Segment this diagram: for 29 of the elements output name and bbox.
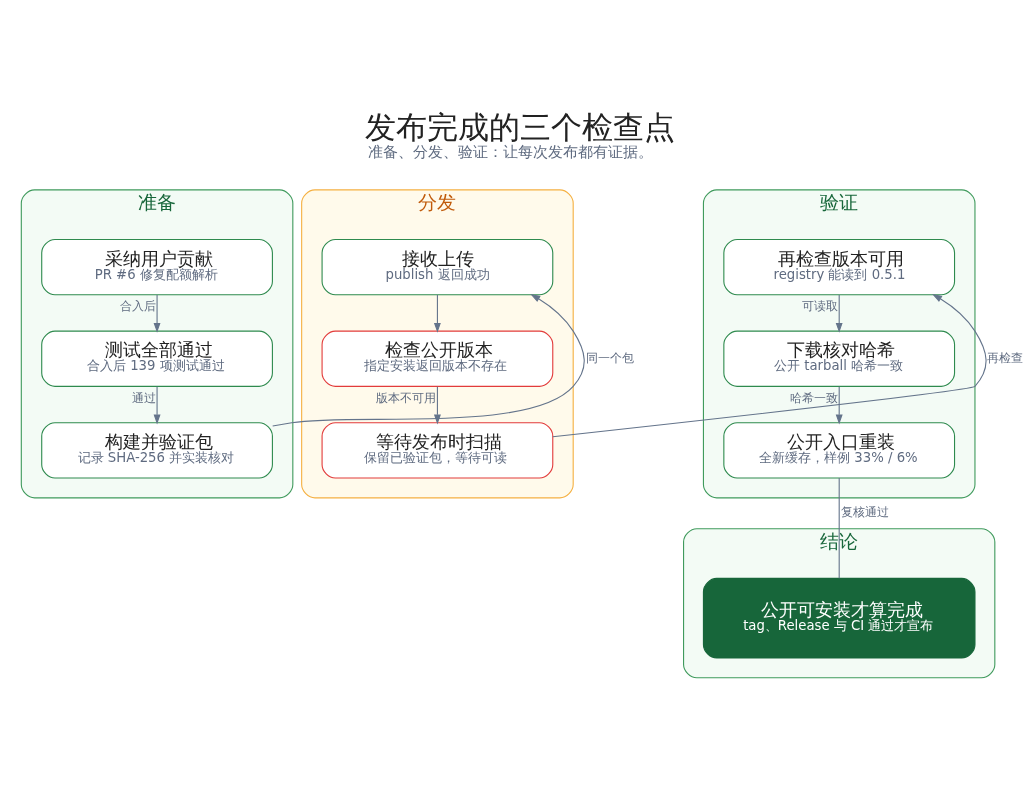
arrow <box>433 294 441 333</box>
arrow <box>835 385 843 424</box>
node-box: 下载核对哈希 公开 tarball 哈希一致 <box>723 330 956 387</box>
node-box: 检查公开版本 指定安装返回版本不存在 <box>321 330 554 387</box>
arrow <box>835 294 843 333</box>
node-box: 等待发布时扫描 保留已验证包，等待可读 <box>321 421 554 479</box>
edge-label: 合入后 <box>120 298 157 313</box>
arrow <box>153 294 161 333</box>
arrow <box>272 293 585 427</box>
connector <box>838 477 840 579</box>
edge-label: 再检查 <box>986 350 1023 365</box>
edge-label: 同一个包 <box>585 350 634 365</box>
node-box: 构建并验证包 记录 SHA-256 并实装核对 <box>41 421 273 479</box>
edge-label: 可读取 <box>802 298 839 313</box>
node-box: 公开可安装才算完成 tag、Release 与 CI 通过才宣布 <box>702 577 976 658</box>
node-box: 公开入口重装 全新缓存，样例 33% / 6% <box>723 421 956 479</box>
arrow <box>433 385 441 424</box>
node-box: 接收上传 publish 返回成功 <box>321 238 554 295</box>
node-box: 测试全部通过 合入后 139 项测试通过 <box>41 330 273 387</box>
edge-label: 哈希一致 <box>789 389 838 404</box>
edge-label: 版本不可用 <box>375 389 436 404</box>
node-box: 采纳用户贡献 PR #6 修复配额解析 <box>41 238 273 295</box>
edge-label: 通过 <box>132 389 157 404</box>
caption: 准备、分发、验证：让每次发布都有证据。 <box>368 142 654 161</box>
edge-label: 复核通过 <box>840 504 889 519</box>
arrow <box>153 385 161 424</box>
arrow <box>552 293 987 437</box>
diagram-title: 发布完成的三个检查点 <box>364 108 675 145</box>
node-box: 再检查版本可用 registry 能读到 0.5.1 <box>723 238 956 295</box>
